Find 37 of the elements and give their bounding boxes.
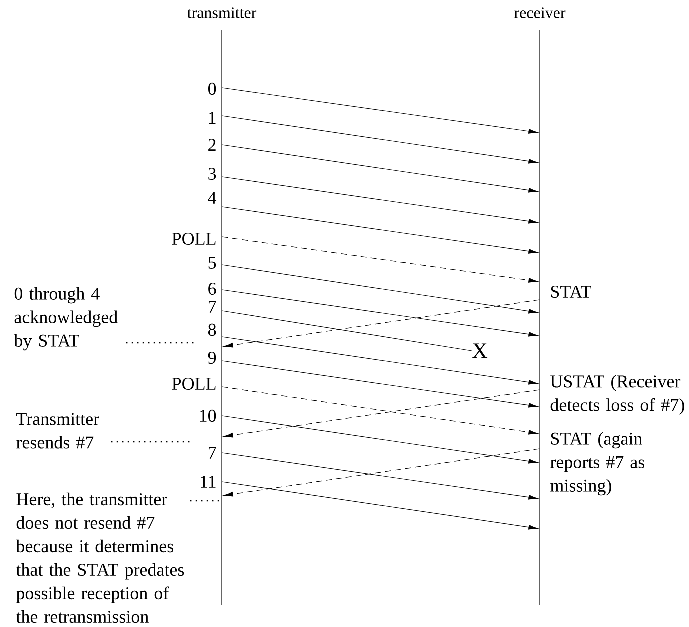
edge-label: 11 [201,476,216,488]
edge-label: 2 [208,139,216,151]
edge-label: 7 [209,447,216,459]
edge-label: 5 [208,257,216,269]
message-arrow [222,116,538,164]
edge-label: USTAT (Receiver detects loss of #7) [550,375,684,415]
edge-label: POLL [172,378,216,390]
message-arrow [222,206,538,254]
edge-label: STAT (again reports #7 as missing) [550,432,645,496]
message-arrow [222,144,538,193]
edge-label: 4 [208,192,217,204]
message-arrow [222,360,538,408]
edge-label: 6 [208,282,216,296]
message-arrow [222,336,538,385]
message-arrow [222,176,538,224]
message-arrow [222,290,538,337]
message-arrow [222,416,538,464]
annotation-note: Transmitter resends #7 [16,413,100,449]
message-arrow [222,482,538,530]
edge-label: 3 [208,168,216,180]
edge-label: POLL [172,232,216,246]
message-arrow [224,300,540,348]
edge-label: STAT [551,286,592,298]
leader-line [190,500,222,502]
edge-label: 8 [208,324,216,336]
message-arrow [222,264,538,314]
loss-mark: X [472,344,488,358]
message-arrow [222,236,538,283]
annotation-note: Here, the transmitter does not resend #7 because it determines that the STAT predates possible reception of the retransmission [16,492,184,624]
edge-label: 1 [209,112,216,124]
edge-label: 0 [208,82,216,96]
edge-label: 9 [208,352,216,364]
annotation-note: 0 through 4 acknowledged by STAT [14,287,118,351]
message-arrow [222,88,538,134]
edge-label: 7 [209,301,216,313]
edge-label: 10 [200,410,216,422]
leader-line [111,441,190,443]
